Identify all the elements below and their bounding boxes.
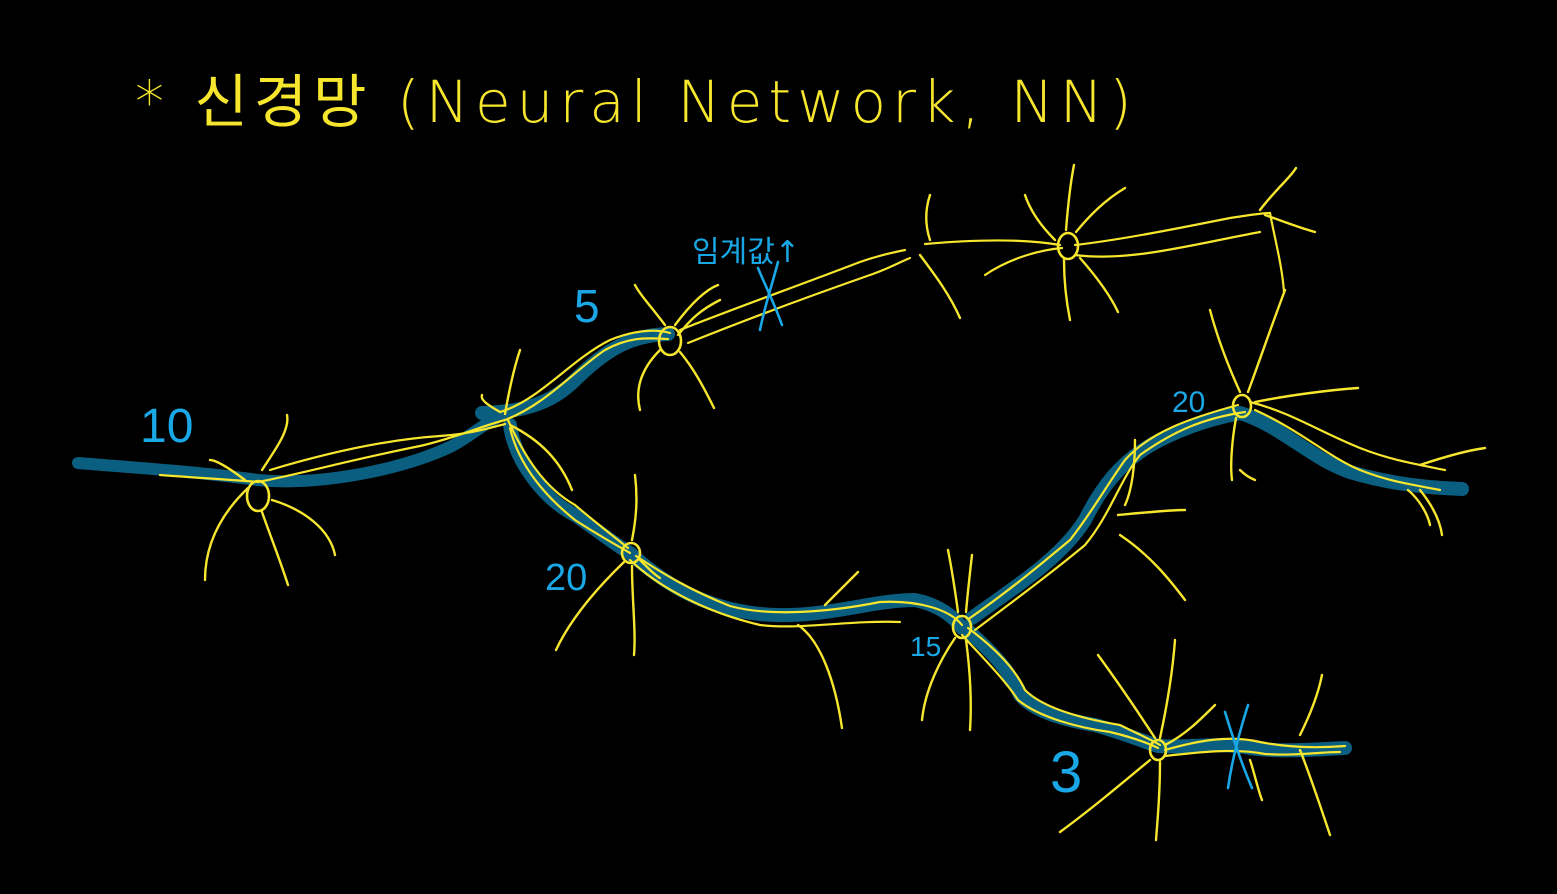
pathway-merge-to-lower-right <box>958 621 1352 758</box>
neuron-lower-right <box>1058 638 1332 842</box>
label-lower-right: 3 <box>1050 740 1082 805</box>
label-merge: 15 <box>910 631 941 662</box>
blocked-synapse-upper <box>756 260 784 332</box>
neuron-soma <box>245 479 271 513</box>
page-title: * 신경망 (Neural Network, NN) <box>135 68 1138 136</box>
neuron-upper-right <box>1208 288 1487 537</box>
neuron-junction <box>480 348 574 492</box>
label-upper-right: 20 <box>1172 386 1205 419</box>
label-upper-branch: 5 <box>574 280 600 332</box>
neuron-lower-branch <box>554 473 860 730</box>
blocked-synapse-lower <box>1223 703 1254 790</box>
pathway-merge-to-upper-right <box>965 406 1469 625</box>
label-input: 10 <box>140 400 193 453</box>
pathway-junction-to-lower <box>503 418 969 635</box>
signal-pathway <box>72 327 1469 758</box>
threshold-annotation: 임계값↑ <box>692 235 800 270</box>
neuron-input <box>203 413 337 587</box>
pathway-input-to-junction <box>72 408 511 488</box>
neuron-soma <box>1148 738 1168 762</box>
neuron-soma <box>1231 393 1253 419</box>
neuron-top-right <box>918 163 1317 322</box>
neuron-soma <box>620 541 642 565</box>
neuron-soma <box>1056 231 1080 261</box>
neuron-soma <box>951 614 973 640</box>
label-lower-branch: 20 <box>545 557 587 599</box>
neuron-merge <box>920 438 1187 732</box>
neuron-upper-branch <box>633 283 722 412</box>
neuron-soma <box>657 325 683 357</box>
axon-connections <box>158 211 1447 758</box>
